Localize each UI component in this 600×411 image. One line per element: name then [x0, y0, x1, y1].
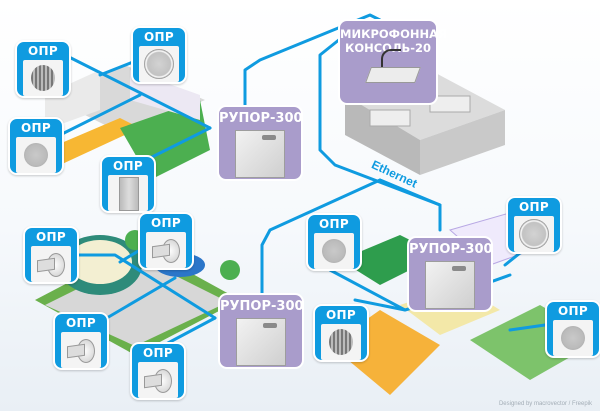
ceiling-speaker-icon: [144, 49, 174, 79]
wall-speaker-icon: [322, 239, 346, 263]
park-link-4: [166, 316, 217, 345]
link-ethernet-park: [260, 178, 382, 297]
speaker-label: ОПР: [28, 44, 58, 58]
amplifier-label: РУПОР-300: [409, 242, 493, 257]
amplifier-amusement-park[interactable]: РУПОР-300: [218, 293, 304, 369]
speaker-device: [31, 246, 71, 282]
ceiling-speaker-icon: [519, 219, 549, 249]
wall-speaker-icon: [561, 326, 585, 350]
amplifier-label: РУПОР-300: [220, 299, 304, 314]
speaker-label: ОПР: [143, 346, 173, 360]
amplifier-label: РУПОР-300: [219, 111, 303, 126]
speaker-label: ОПР: [519, 200, 549, 214]
speaker-sc-3[interactable]: ОПР: [8, 117, 64, 175]
wall-speaker-icon: [329, 329, 353, 355]
speaker-device: [108, 175, 148, 211]
mall-link-4: [508, 323, 547, 332]
speaker-device: [16, 137, 56, 173]
sc-link-2: [98, 60, 135, 77]
speaker-label: ОПР: [558, 304, 588, 318]
sc-link-3: [58, 93, 142, 137]
speaker-label: ОПР: [21, 121, 51, 135]
amplifier-shopping-center[interactable]: РУПОР-300: [217, 105, 303, 181]
horn-speaker-icon: [67, 339, 95, 363]
park-link-2: [118, 248, 142, 264]
speaker-sc-2[interactable]: ОПР: [131, 26, 187, 84]
speaker-label: ОПР: [66, 316, 96, 330]
console-label-line1: МИКРОФОННАЯ: [340, 27, 447, 41]
speaker-device: [146, 232, 186, 268]
amplifier-mall[interactable]: РУПОР-300: [407, 236, 493, 312]
speaker-mall-4[interactable]: ОПР: [545, 300, 600, 358]
speaker-label: ОПР: [326, 308, 356, 322]
speaker-device: [138, 362, 178, 398]
speaker-park-1[interactable]: ОПР: [23, 226, 79, 284]
speaker-mall-3[interactable]: ОПР: [313, 304, 369, 362]
amplifier-cabinet-icon: [235, 130, 285, 178]
speaker-mall-2[interactable]: ОПР: [506, 196, 562, 254]
park-link-1: [68, 253, 217, 320]
console-label-line2: КОНСОЛЬ-20: [344, 41, 432, 55]
credit-text: Designed by macrovector / Freepik: [498, 401, 592, 407]
speaker-device: [514, 216, 554, 252]
wall-speaker-icon: [31, 65, 55, 91]
column-speaker-icon: [119, 177, 139, 211]
sc-link-4: [148, 126, 212, 160]
wall-speaker-icon: [24, 143, 48, 167]
speaker-park-3[interactable]: ОПР: [53, 312, 109, 370]
mall-link-3: [353, 298, 407, 312]
speaker-device: [61, 332, 101, 368]
speaker-device: [23, 60, 63, 96]
horn-speaker-icon: [37, 253, 65, 277]
link-ethernet-mall: [378, 178, 442, 232]
horn-speaker-icon: [144, 369, 172, 393]
speaker-device: [321, 324, 361, 360]
speaker-device: [139, 46, 179, 82]
speaker-device: [553, 320, 593, 356]
microphone-neck-icon: [381, 49, 401, 71]
link-console-to-backbone: [318, 33, 347, 112]
speaker-label: ОПР: [36, 230, 66, 244]
speaker-park-2[interactable]: ОПР: [138, 212, 194, 270]
microphone-console-box[interactable]: МИКРОФОННАЯ КОНСОЛЬ-20: [338, 19, 447, 105]
amplifier-cabinet-icon: [425, 261, 475, 309]
speaker-park-4[interactable]: ОПР: [130, 342, 186, 400]
amplifier-cabinet-icon: [236, 318, 286, 366]
speaker-device: [314, 233, 354, 269]
backbone-ethernet: [318, 108, 442, 207]
speaker-sc-1[interactable]: ОПР: [15, 40, 71, 98]
speaker-label: ОПР: [319, 217, 349, 231]
speaker-label: ОПР: [151, 216, 181, 230]
park-link-3: [98, 276, 177, 324]
horn-speaker-icon: [152, 239, 180, 263]
microphone-console-icon: [365, 67, 421, 83]
sc-link-1: [63, 53, 212, 130]
speaker-label: ОПР: [113, 159, 143, 173]
speaker-sc-4[interactable]: ОПР: [100, 155, 156, 213]
speaker-label: ОПР: [144, 30, 174, 44]
speaker-mall-1[interactable]: ОПР: [306, 213, 362, 271]
